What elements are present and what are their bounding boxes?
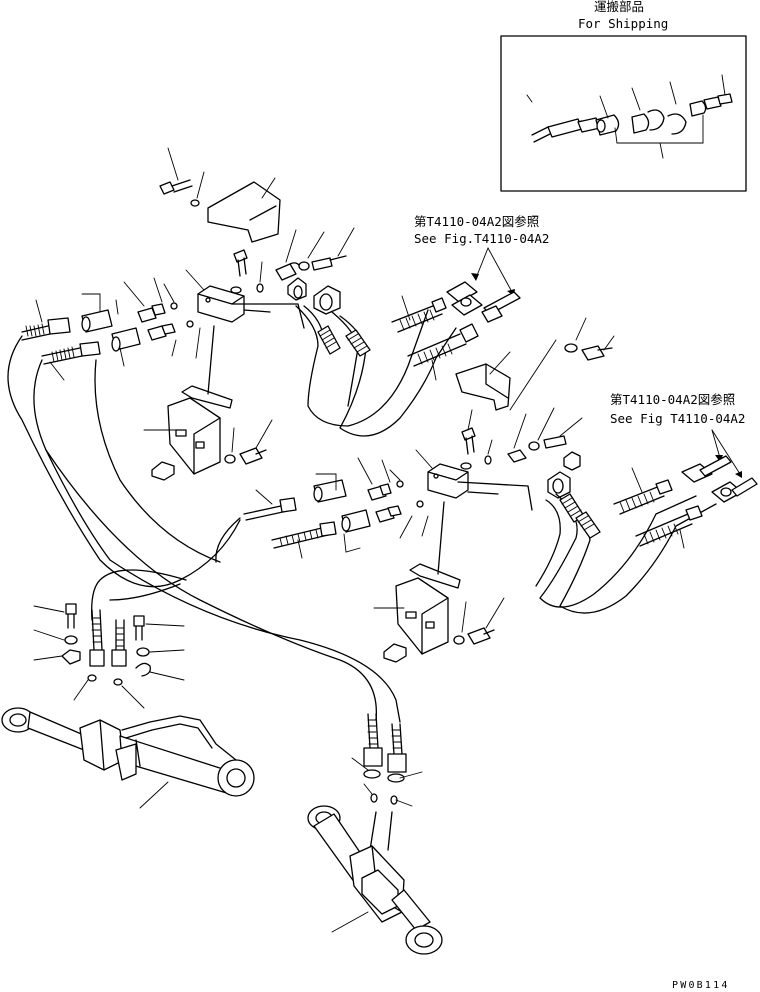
upper-clamp-assembly (143, 147, 305, 481)
shipping-title-jp: 運搬部品 (594, 0, 644, 14)
right-fig-reference: 第T4110-04A2図参照 See Fig T4110-04A2 (610, 392, 758, 503)
upper-hoses (275, 227, 615, 437)
upper-ref-en: See Fig.T4110-04A2 (414, 231, 549, 246)
upper-fig-reference: 第T4110-04A2図参照 See Fig.T4110-04A2 (414, 214, 549, 323)
lower-hoses (535, 451, 717, 614)
shipping-title-en: For Shipping (578, 16, 668, 31)
upper-ref-jp: 第T4110-04A2図参照 (414, 214, 539, 229)
shipping-parts-box: 運搬部品 For Shipping (500, 0, 747, 192)
drawing-code: PW0B114 (672, 980, 730, 991)
hose-lines (7, 335, 401, 723)
upper-left-fittings (21, 277, 201, 381)
lower-left-fittings (243, 457, 429, 559)
left-cylinder-group (1, 603, 255, 809)
right-ref-en: See Fig T4110-04A2 (610, 411, 745, 426)
right-ref-jp: 第T4110-04A2図参照 (610, 392, 735, 407)
right-cylinder-group (307, 713, 443, 955)
lower-clamp-assembly (373, 407, 583, 663)
